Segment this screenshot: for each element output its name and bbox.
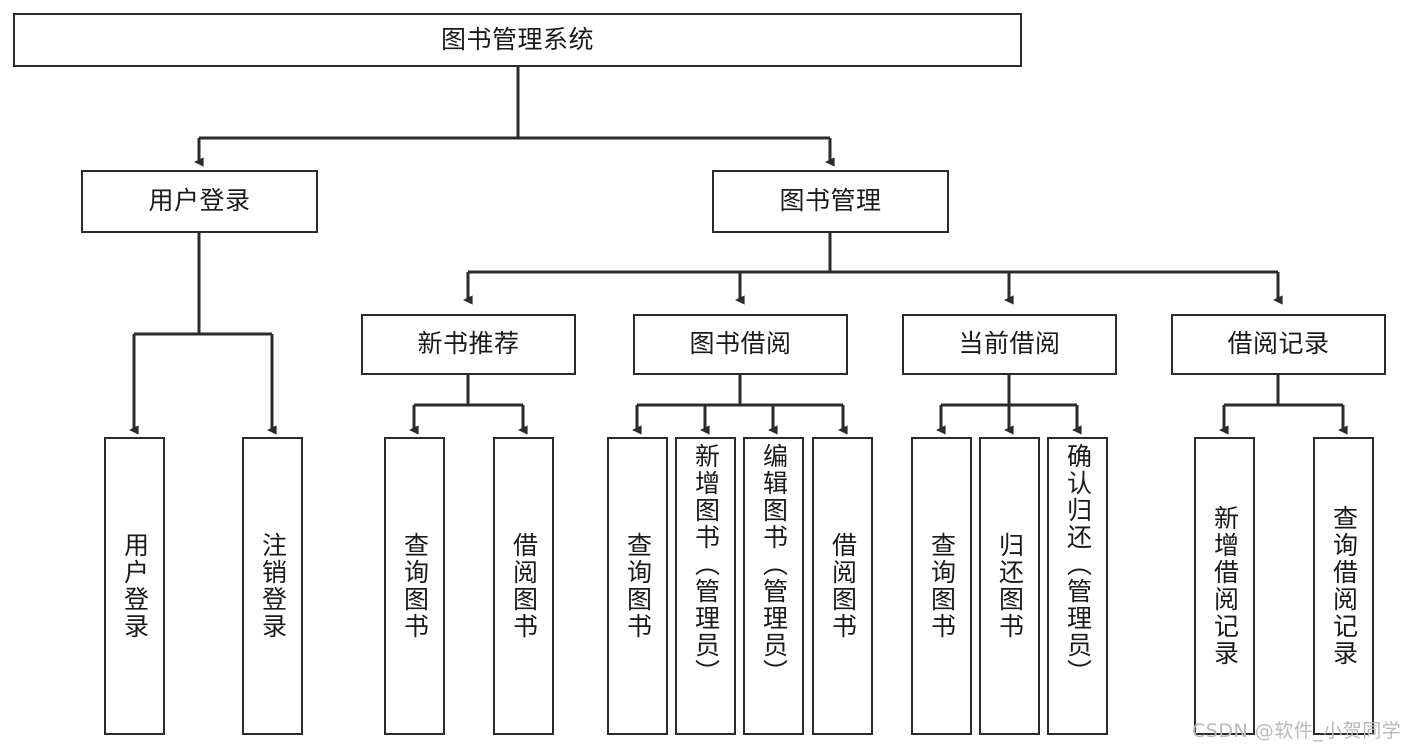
node-leaf-edit-book-label: 编辑图书（管理员） xyxy=(759,443,789,686)
node-leaf-logout-label: 注销登录 xyxy=(258,532,288,640)
node-borrow-record[interactable]: 借阅记录 xyxy=(1171,314,1386,375)
node-leaf-query-book-2[interactable]: 查询图书 xyxy=(607,437,668,735)
node-leaf-borrow-book-1[interactable]: 借阅图书 xyxy=(493,437,554,735)
node-root[interactable]: 图书管理系统 xyxy=(13,13,1022,67)
node-leaf-query-book-1[interactable]: 查询图书 xyxy=(384,437,445,735)
node-borrow-record-label: 借阅记录 xyxy=(1227,329,1330,359)
node-leaf-add-record[interactable]: 新增借阅记录 xyxy=(1194,437,1255,735)
node-book-manage[interactable]: 图书管理 xyxy=(712,170,949,233)
node-leaf-logout[interactable]: 注销登录 xyxy=(242,437,303,735)
node-new-book-rec-label: 新书推荐 xyxy=(417,329,520,359)
node-leaf-query-record[interactable]: 查询借阅记录 xyxy=(1313,437,1374,735)
node-leaf-confirm-return-label: 确认归还（管理员） xyxy=(1063,443,1093,686)
node-leaf-return-book-label: 归还图书 xyxy=(995,532,1025,640)
node-leaf-borrow-book-2-label: 借阅图书 xyxy=(828,532,858,640)
node-root-label: 图书管理系统 xyxy=(440,24,594,54)
node-current-borrow-label: 当前借阅 xyxy=(958,329,1061,359)
node-user-login[interactable]: 用户登录 xyxy=(81,170,318,233)
node-leaf-edit-book[interactable]: 编辑图书（管理员） xyxy=(743,437,804,735)
node-leaf-confirm-return[interactable]: 确认归还（管理员） xyxy=(1047,437,1108,735)
node-leaf-query-book-3-label: 查询图书 xyxy=(927,532,957,640)
node-leaf-add-book[interactable]: 新增图书（管理员） xyxy=(675,437,736,735)
node-current-borrow[interactable]: 当前借阅 xyxy=(902,314,1117,375)
node-leaf-add-book-label: 新增图书（管理员） xyxy=(691,443,721,686)
node-user-login-label: 用户登录 xyxy=(148,186,251,216)
node-book-borrow-label: 图书借阅 xyxy=(689,329,792,359)
watermark-text: CSDN @软件_小贺同学 xyxy=(1192,720,1402,742)
node-book-manage-label: 图书管理 xyxy=(779,186,882,216)
node-leaf-borrow-book-1-label: 借阅图书 xyxy=(509,532,539,640)
node-book-borrow[interactable]: 图书借阅 xyxy=(633,314,848,375)
node-leaf-query-book-3[interactable]: 查询图书 xyxy=(911,437,972,735)
node-leaf-add-record-label: 新增借阅记录 xyxy=(1210,505,1240,667)
node-new-book-rec[interactable]: 新书推荐 xyxy=(361,314,576,375)
node-leaf-user-login[interactable]: 用户登录 xyxy=(104,437,165,735)
node-leaf-query-record-label: 查询借阅记录 xyxy=(1329,505,1359,667)
node-leaf-return-book[interactable]: 归还图书 xyxy=(979,437,1040,735)
node-leaf-query-book-2-label: 查询图书 xyxy=(623,532,653,640)
node-leaf-borrow-book-2[interactable]: 借阅图书 xyxy=(812,437,873,735)
node-leaf-query-book-1-label: 查询图书 xyxy=(400,532,430,640)
node-leaf-user-login-label: 用户登录 xyxy=(120,532,150,640)
